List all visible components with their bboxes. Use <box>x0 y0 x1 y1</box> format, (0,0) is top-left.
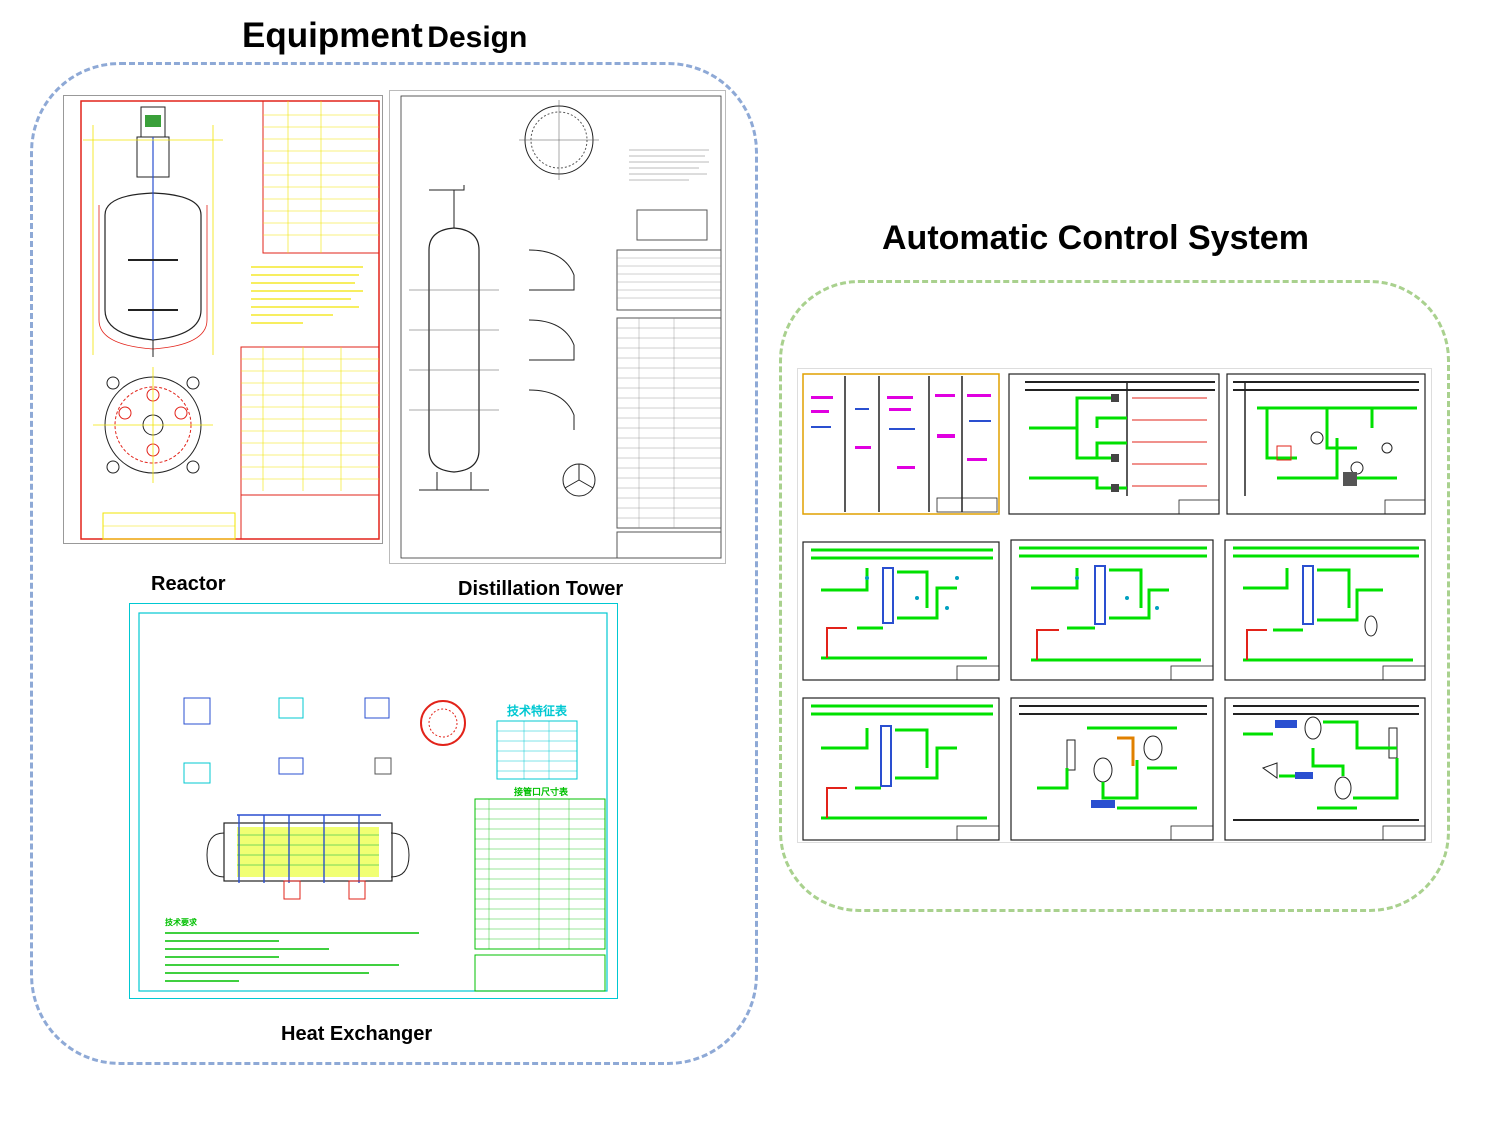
reactor-drawing <box>63 95 383 544</box>
control-system-group <box>779 280 1450 912</box>
control-sheet-legend <box>802 373 1000 515</box>
equipment-title-sub: Design <box>427 21 528 54</box>
distillation-tower-drawing <box>389 90 726 564</box>
control-sheet-6 <box>1224 539 1426 681</box>
control-sheet-8 <box>1010 697 1214 841</box>
heat-exchanger-drawing: 技术特征表 接管口尺寸表 技术要求 <box>129 603 618 999</box>
control-sheet-3 <box>1226 373 1426 515</box>
control-drawings-grid <box>797 368 1432 843</box>
control-sheet-2 <box>1008 373 1220 515</box>
hx-table-title: 技术特征表 <box>507 703 568 718</box>
equipment-design-group <box>30 62 758 1065</box>
control-sheet-7 <box>802 697 1000 841</box>
equipment-title-main: Equipment <box>242 16 423 55</box>
control-sheet-4 <box>802 541 1000 681</box>
control-sheet-9 <box>1224 697 1426 841</box>
equipment-title: Equipment Design <box>242 16 527 56</box>
heat-exchanger-label: Heat Exchanger <box>281 1023 433 1045</box>
distillation-tower-label: Distillation Tower <box>458 578 624 600</box>
reactor-label: Reactor <box>151 573 226 595</box>
hx-notes-title: 技术要求 <box>165 917 198 927</box>
control-title: Automatic Control System <box>882 219 1309 257</box>
hx-nozzle-title: 接管口尺寸表 <box>514 786 569 797</box>
control-sheet-5 <box>1010 539 1214 681</box>
